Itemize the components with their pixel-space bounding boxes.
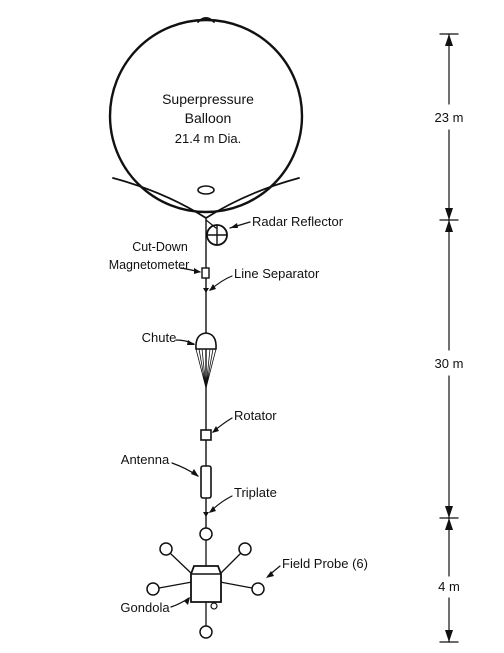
dimension-top-label: 23 m [435,110,464,125]
antenna-arrowhead [191,469,199,477]
dimension-bottom-label: 4 m [438,579,460,594]
gondola-assembly [146,527,265,639]
gondola-arrowhead [184,597,190,605]
balloon-envelope [108,18,304,214]
magnetometer-label: Magnetometer [109,258,190,272]
rotator-arrowhead [212,426,219,433]
gondola-box [190,565,222,603]
gondola-label: Gondola [120,600,170,615]
field-probe-top [199,527,213,541]
chute-arrowhead [187,340,195,345]
line-separator-icon [203,288,209,293]
chute-label: Chute [142,330,177,345]
balloon-bottom-fitting [197,185,215,195]
field-probe-upper-left [159,542,173,556]
field-probe-label: Field Probe (6) [282,556,368,571]
magnetometer-box [201,267,210,279]
field-probe-upper-right [238,542,252,556]
rotator-box [200,429,212,441]
line-separator-label: Line Separator [234,266,320,281]
triplate-label: Triplate [234,485,277,500]
balloon-diameter-label: 21.4 m Dia. [175,131,241,146]
line-separator-arrowhead [209,284,216,291]
parachute [195,332,217,389]
field-probe-arrowhead [266,571,274,578]
dimension-middle-label: 30 m [435,356,464,371]
cut-down-label: Cut-Down [132,240,188,254]
dimension-scale: 23 m 30 m 4 m [435,33,464,643]
field-probe-lower-right [251,582,265,596]
parachute-shroud-lines [195,348,217,389]
field-probe-lower-left [146,582,160,596]
radar-reflector-label: Radar Reflector [252,214,344,229]
triplate-arrowhead [209,506,216,513]
antenna-body [200,465,212,499]
rotator-label: Rotator [234,408,277,423]
balloon-top-fitting [197,17,215,23]
radar-reflector [205,219,228,246]
gondola-port [210,602,218,610]
magnetometer-arrowhead [194,268,201,274]
triplate-icon [203,512,209,517]
antenna-label: Antenna [121,452,170,467]
balloon-title-line2: Balloon [185,110,232,126]
field-probe-bottom [199,625,213,639]
balloon-title-line1: Superpressure [162,91,254,107]
parachute-canopy [195,332,217,350]
radar-reflector-arrowhead [230,223,238,228]
